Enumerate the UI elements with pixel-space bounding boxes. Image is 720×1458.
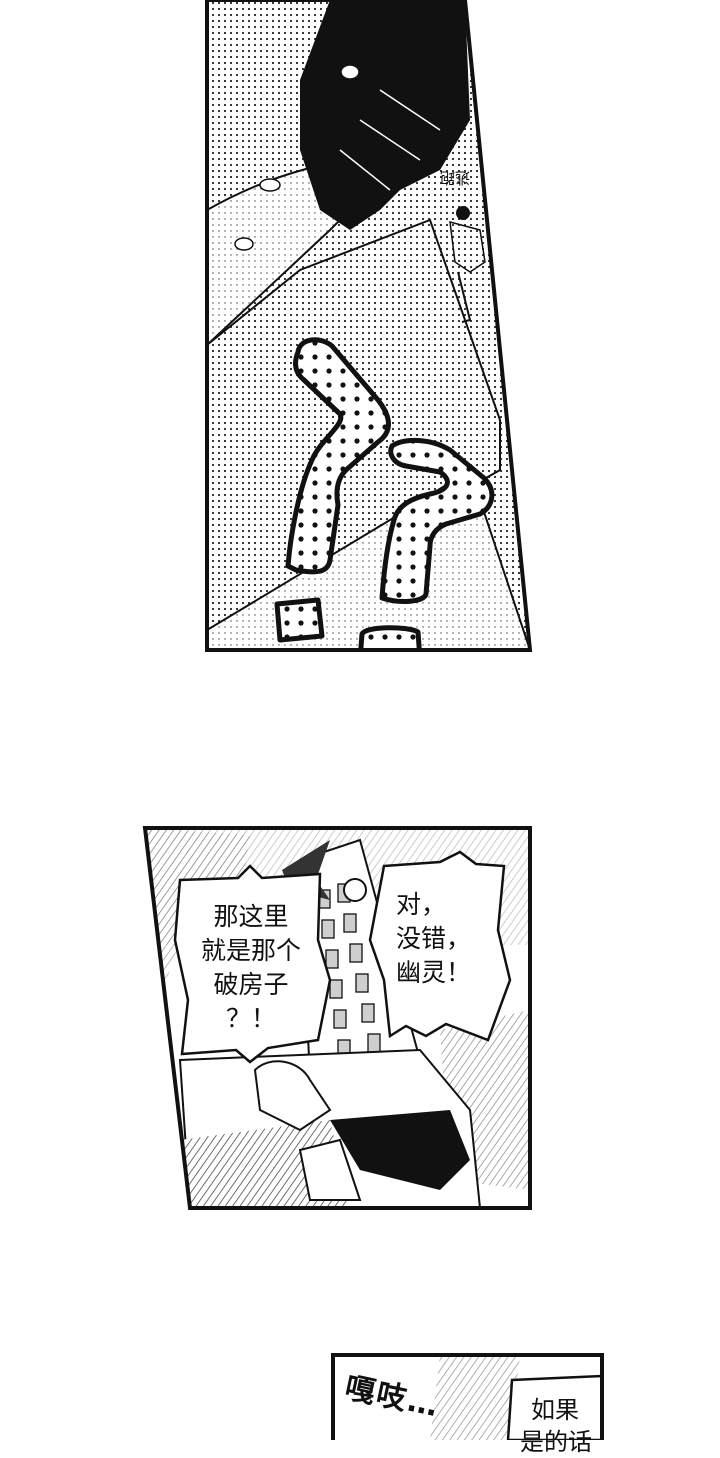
dialogue-left-line: ？！ — [225, 1004, 276, 1033]
dialogue-right-line: 幽灵！ — [396, 958, 472, 987]
panel-2-border — [142, 826, 532, 1210]
dialogue-left: 那这里 就是那个 破房子 ？！ — [188, 900, 314, 1036]
panel-2 — [145, 828, 530, 1208]
sfx-run: 逃跑 — [440, 169, 471, 187]
panel-3-border — [331, 1353, 604, 1440]
dialogue-left-line: 那这里 — [213, 902, 289, 931]
dialogue-right: 对， 没错， 幽灵！ — [396, 888, 494, 990]
dialogue-bottom-line: 是的话 — [520, 1428, 592, 1456]
speech-bubble-right — [368, 850, 512, 1042]
dialogue-bottom-line: 如果 — [531, 1396, 579, 1424]
dialogue-left-line: 破房子 — [213, 970, 289, 999]
dialogue-right-line: 没错， — [396, 924, 472, 953]
dialogue-bottom: 如果 是的话 — [520, 1394, 592, 1458]
speech-bubble-bottom — [506, 1374, 602, 1440]
panel-1-border — [205, 0, 533, 652]
panel-3 — [333, 1355, 602, 1440]
panel-1 — [207, 0, 530, 650]
dialogue-left-line: 就是那个 — [200, 936, 301, 965]
speech-bubble-left — [173, 864, 332, 1064]
dialogue-right-line: 对， — [396, 890, 447, 919]
